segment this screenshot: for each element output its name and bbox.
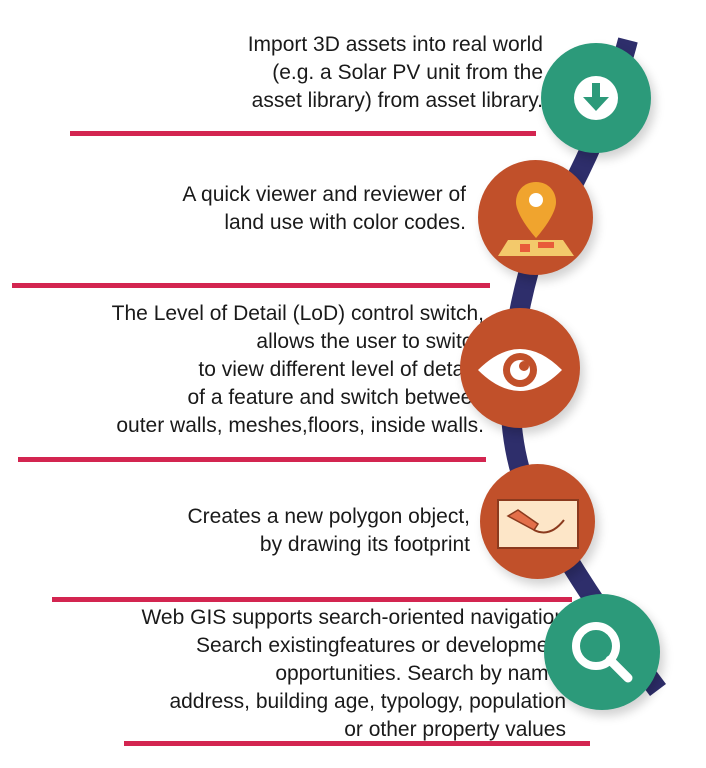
feature-search-text: Web GIS supports search-oriented navigat… xyxy=(141,606,566,741)
feature-lod-badge[interactable] xyxy=(460,308,580,428)
drawing-icon xyxy=(497,499,579,549)
search-icon xyxy=(572,622,633,683)
feature-search-badge[interactable] xyxy=(544,594,660,710)
feature-polygon-divider xyxy=(52,597,572,602)
download-icon xyxy=(574,76,618,120)
feature-landuse-text: A quick viewer and reviewer of land use … xyxy=(182,183,466,234)
map-pin-icon xyxy=(498,182,574,256)
feature-lod-divider xyxy=(18,457,486,462)
feature-import-text: Import 3D assets into real world (e.g. a… xyxy=(247,33,543,112)
feature-import-divider xyxy=(70,131,536,136)
feature-landuse-divider xyxy=(12,283,490,288)
feature-polygon-text: Creates a new polygon object, by drawing… xyxy=(187,505,470,556)
feature-search-divider xyxy=(124,741,590,746)
feature-lod-text: The Level of Detail (LoD) control switch… xyxy=(111,302,484,437)
feature-polygon-badge[interactable] xyxy=(480,464,595,579)
feature-landuse-badge[interactable] xyxy=(478,160,593,275)
feature-import-badge[interactable] xyxy=(541,43,651,153)
eye-icon xyxy=(478,349,562,391)
